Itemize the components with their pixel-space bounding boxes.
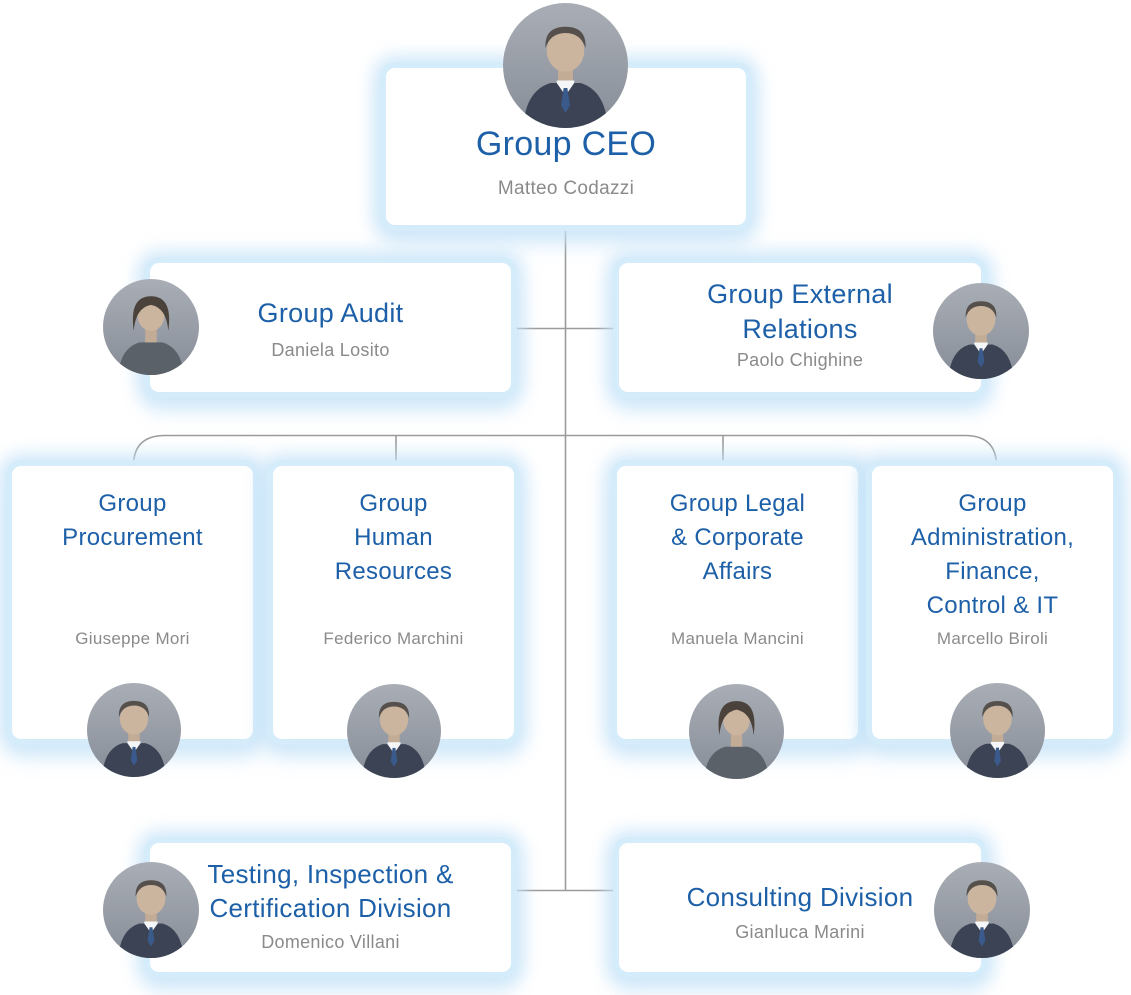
portrait-photo-federico-marchini bbox=[347, 684, 441, 778]
card-person-name: Paolo Chighine bbox=[736, 350, 864, 370]
card-title: Group Audit bbox=[257, 298, 404, 328]
card-title: Group CEO bbox=[475, 125, 657, 163]
portrait-photo-daniela-losito bbox=[103, 279, 199, 375]
portrait-photo-marcello-biroli bbox=[950, 683, 1045, 778]
org-card-consulting-division: Consulting Division Gianluca Marini bbox=[619, 843, 981, 972]
portrait-photo-manuela-mancini bbox=[689, 684, 784, 779]
card-person-name: Domenico Villani bbox=[261, 932, 400, 952]
card-title: Testing, Inspection & Certification Divi… bbox=[207, 859, 454, 923]
org-card-group-ceo: Group CEO Matteo Codazzi bbox=[386, 68, 746, 225]
org-card-group-audit: Group Audit Daniela Losito bbox=[150, 263, 511, 392]
card-title: Group Legal & Corporate Affairs bbox=[669, 490, 806, 585]
card-title: Group Administration, Finance, Control &… bbox=[910, 490, 1075, 619]
card-person-name: Matteo Codazzi bbox=[497, 178, 635, 199]
card-title: Group External Relations bbox=[707, 279, 893, 344]
card-title: Group Procurement bbox=[62, 490, 203, 551]
portrait-photo-giuseppe-mori bbox=[87, 683, 181, 777]
card-person-name: Manuela Mancini bbox=[670, 629, 804, 648]
card-person-name: Gianluca Marini bbox=[735, 922, 865, 942]
card-person-name: Daniela Losito bbox=[271, 340, 390, 360]
connector-level3-rail bbox=[132, 434, 998, 467]
card-person-name: Marcello Biroli bbox=[936, 629, 1049, 648]
portrait-photo-paolo-chighine bbox=[933, 283, 1029, 379]
card-person-name: Federico Marchini bbox=[323, 629, 464, 648]
portrait-photo-domenico-villani bbox=[103, 862, 199, 958]
org-card-testing-inspection-certification-division: Testing, Inspection & Certification Divi… bbox=[150, 843, 511, 972]
portrait-photo-gianluca-marini bbox=[934, 862, 1030, 958]
org-card-group-human-resources: Group Human Resources Federico Marchini bbox=[273, 466, 514, 739]
card-title: Consulting Division bbox=[686, 882, 914, 912]
card-person-name: Giuseppe Mori bbox=[75, 629, 190, 648]
card-title: Group Human Resources bbox=[334, 490, 453, 585]
org-card-group-procurement: Group Procurement Giuseppe Mori bbox=[12, 466, 253, 739]
portrait-photo-matteo-codazzi bbox=[503, 3, 628, 128]
org-card-group-external-relations: Group External Relations Paolo Chighine bbox=[619, 263, 981, 392]
